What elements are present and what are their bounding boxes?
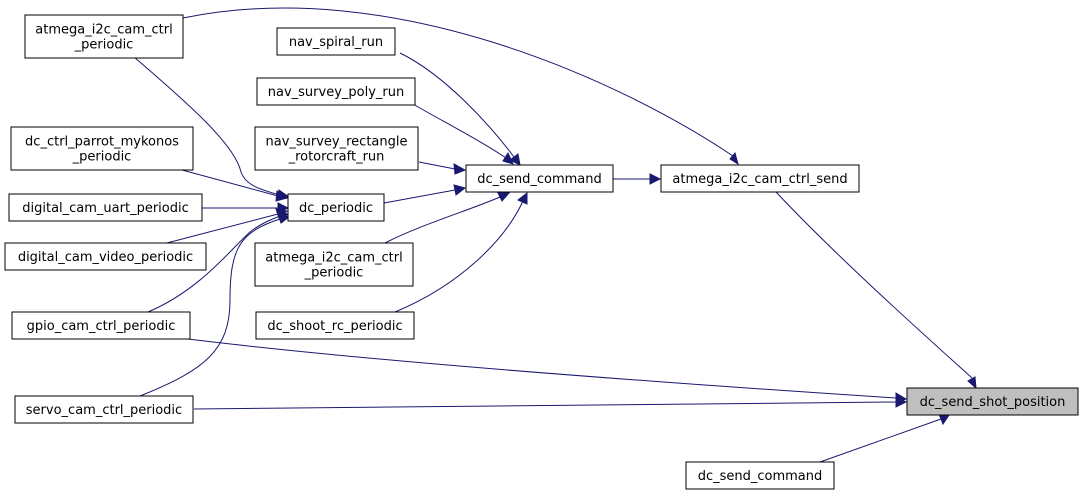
edge-nav_spiral_run-to-dc_send_command_a — [399, 52, 521, 166]
nodes-layer: dc_send_shot_position dc_send_command dc_s… — [4, 14, 1079, 490]
edge-nav_survey_rectangle_rotorcraft_run-to-dc_send_command_a — [418, 161, 467, 175]
edge-servo_cam_ctrl_periodic-to-dc_send_shot_position — [193, 396, 908, 410]
node-label: nav_survey_poly_run — [268, 85, 404, 100]
node-box[interactable] — [254, 242, 414, 287]
edge-dc_shoot_rc_periodic-to-dc_send_command_a — [394, 191, 528, 313]
node-box[interactable] — [10, 126, 194, 171]
edge-line — [412, 103, 507, 159]
arrowhead-icon — [517, 191, 528, 205]
node-box[interactable] — [660, 164, 860, 193]
node-box[interactable] — [11, 311, 191, 340]
node-box[interactable] — [255, 311, 415, 340]
node-gpio-cam-ctrl-periodic[interactable]: gpio_cam_ctrl_periodic — [11, 311, 191, 340]
node-label: _periodic — [304, 266, 364, 281]
node-box[interactable] — [14, 395, 194, 424]
node-label: servo_cam_ctrl_periodic — [26, 403, 182, 418]
node-dc-send-command-b[interactable]: dc_send_command — [685, 461, 835, 490]
edge-line — [162, 213, 279, 245]
edge-gpio_cam_ctrl_periodic-to-dc_send_shot_position — [171, 336, 908, 404]
node-label: dc_send_shot_position — [920, 395, 1066, 410]
node-label: digital_cam_video_periodic — [18, 250, 193, 265]
edge-dc_periodic-to-dc_send_command_a — [383, 184, 467, 204]
node-box[interactable] — [256, 77, 416, 106]
node-label: dc_shoot_rc_periodic — [267, 319, 402, 334]
node-box[interactable] — [24, 14, 184, 59]
edge-line — [193, 401, 897, 410]
edge-line — [147, 215, 281, 313]
edge-line — [133, 56, 281, 196]
edge-servo_cam_ctrl_periodic-to-dc_periodic — [139, 213, 291, 397]
node-nav-survey-poly-run[interactable]: nav_survey_poly_run — [256, 77, 416, 106]
arrowhead-icon — [649, 173, 662, 185]
arrowhead-icon — [277, 213, 291, 224]
node-box[interactable] — [276, 27, 396, 56]
node-label: _periodic — [72, 150, 132, 165]
arrowhead-icon — [453, 163, 467, 175]
node-box[interactable] — [4, 242, 207, 271]
node-label: _rotorcraft_run — [288, 150, 385, 165]
node-box[interactable] — [465, 164, 614, 193]
edge-line — [181, 169, 279, 197]
edge-atmega_i2c_cam_ctrl_periodic_b-to-dc_send_command_a — [384, 192, 511, 244]
edge-atmega_i2c_cam_ctrl_periodic_a-to-atmega_i2c_cam_ctrl_send — [182, 7, 739, 166]
arrowhead-icon — [729, 151, 739, 166]
edge-line — [418, 161, 456, 170]
node-nav-spiral-run[interactable]: nav_spiral_run — [276, 27, 396, 56]
node-dc-periodic[interactable]: dc_periodic — [287, 193, 385, 222]
node-label: digital_cam_uart_periodic — [22, 201, 189, 216]
edge-line — [182, 7, 734, 157]
node-label: _periodic — [74, 38, 134, 53]
node-label: dc_ctrl_parrot_mykonos — [25, 135, 179, 150]
node-label: dc_send_command — [477, 172, 602, 187]
node-box[interactable] — [254, 126, 419, 171]
arrowhead-icon — [509, 153, 521, 166]
edge-line — [383, 189, 456, 204]
edge-atmega_i2c_cam_ctrl_send-to-dc_send_shot_position — [775, 191, 977, 390]
arrowhead-icon — [502, 151, 514, 165]
edge-line — [139, 218, 281, 397]
node-atmega-i2c-cam-ctrl-send[interactable]: atmega_i2c_cam_ctrl_send — [660, 164, 860, 193]
edge-line — [384, 196, 501, 244]
edge-line — [775, 191, 973, 379]
node-dc-send-shot-position[interactable]: dc_send_shot_position — [906, 387, 1079, 416]
edge-nav_survey_poly_run-to-dc_send_command_a — [412, 103, 514, 165]
node-dc-shoot-rc-periodic[interactable]: dc_shoot_rc_periodic — [255, 311, 415, 340]
node-label: atmega_i2c_cam_ctrl_send — [672, 172, 847, 187]
arrowhead-icon — [453, 184, 467, 196]
node-box[interactable] — [287, 193, 385, 222]
node-box[interactable] — [8, 193, 203, 222]
arrowhead-icon — [275, 190, 289, 202]
edge-dc_send_command_a-to-atmega_i2c_cam_ctrl_send — [613, 173, 662, 185]
arrowhead-icon — [497, 192, 511, 202]
node-label: dc_periodic — [299, 201, 373, 216]
node-atmega-i2c-cam-ctrl-periodic-a[interactable]: atmega_i2c_cam_ctrl_periodic — [24, 14, 184, 59]
edge-dc_send_command_b-to-dc_send_shot_position — [819, 413, 950, 463]
arrowhead-icon — [967, 376, 977, 390]
node-label: nav_survey_rectangle — [265, 135, 407, 150]
edge-line — [399, 52, 515, 158]
node-digital-cam-uart-periodic[interactable]: digital_cam_uart_periodic — [8, 193, 203, 222]
node-label: atmega_i2c_cam_ctrl — [35, 23, 172, 38]
node-box[interactable] — [906, 387, 1079, 416]
node-label: dc_send_command — [698, 469, 823, 484]
node-dc-ctrl-parrot-mykonos-periodic[interactable]: dc_ctrl_parrot_mykonos_periodic — [10, 126, 194, 171]
node-servo-cam-ctrl-periodic[interactable]: servo_cam_ctrl_periodic — [14, 395, 194, 424]
node-box[interactable] — [685, 461, 835, 490]
node-label: atmega_i2c_cam_ctrl — [265, 251, 402, 266]
edge-line — [819, 418, 942, 463]
edge-dc_ctrl_parrot_mykonos_periodic-to-dc_periodic — [181, 169, 289, 202]
edge-digital_cam_uart_periodic-to-dc_periodic — [202, 202, 290, 214]
edges-layer — [133, 7, 977, 463]
node-digital-cam-video-periodic[interactable]: digital_cam_video_periodic — [4, 242, 207, 271]
node-label: nav_spiral_run — [289, 35, 383, 50]
arrowhead-icon — [895, 396, 908, 408]
node-label: gpio_cam_ctrl_periodic — [27, 319, 176, 334]
edge-line — [394, 200, 524, 313]
node-atmega-i2c-cam-ctrl-periodic-b[interactable]: atmega_i2c_cam_ctrl_periodic — [254, 242, 414, 287]
node-dc-send-command-a[interactable]: dc_send_command — [465, 164, 614, 193]
node-nav-survey-rectangle-rotorcraft-run[interactable]: nav_survey_rectangle_rotorcraft_run — [254, 126, 419, 171]
edge-line — [171, 336, 897, 399]
